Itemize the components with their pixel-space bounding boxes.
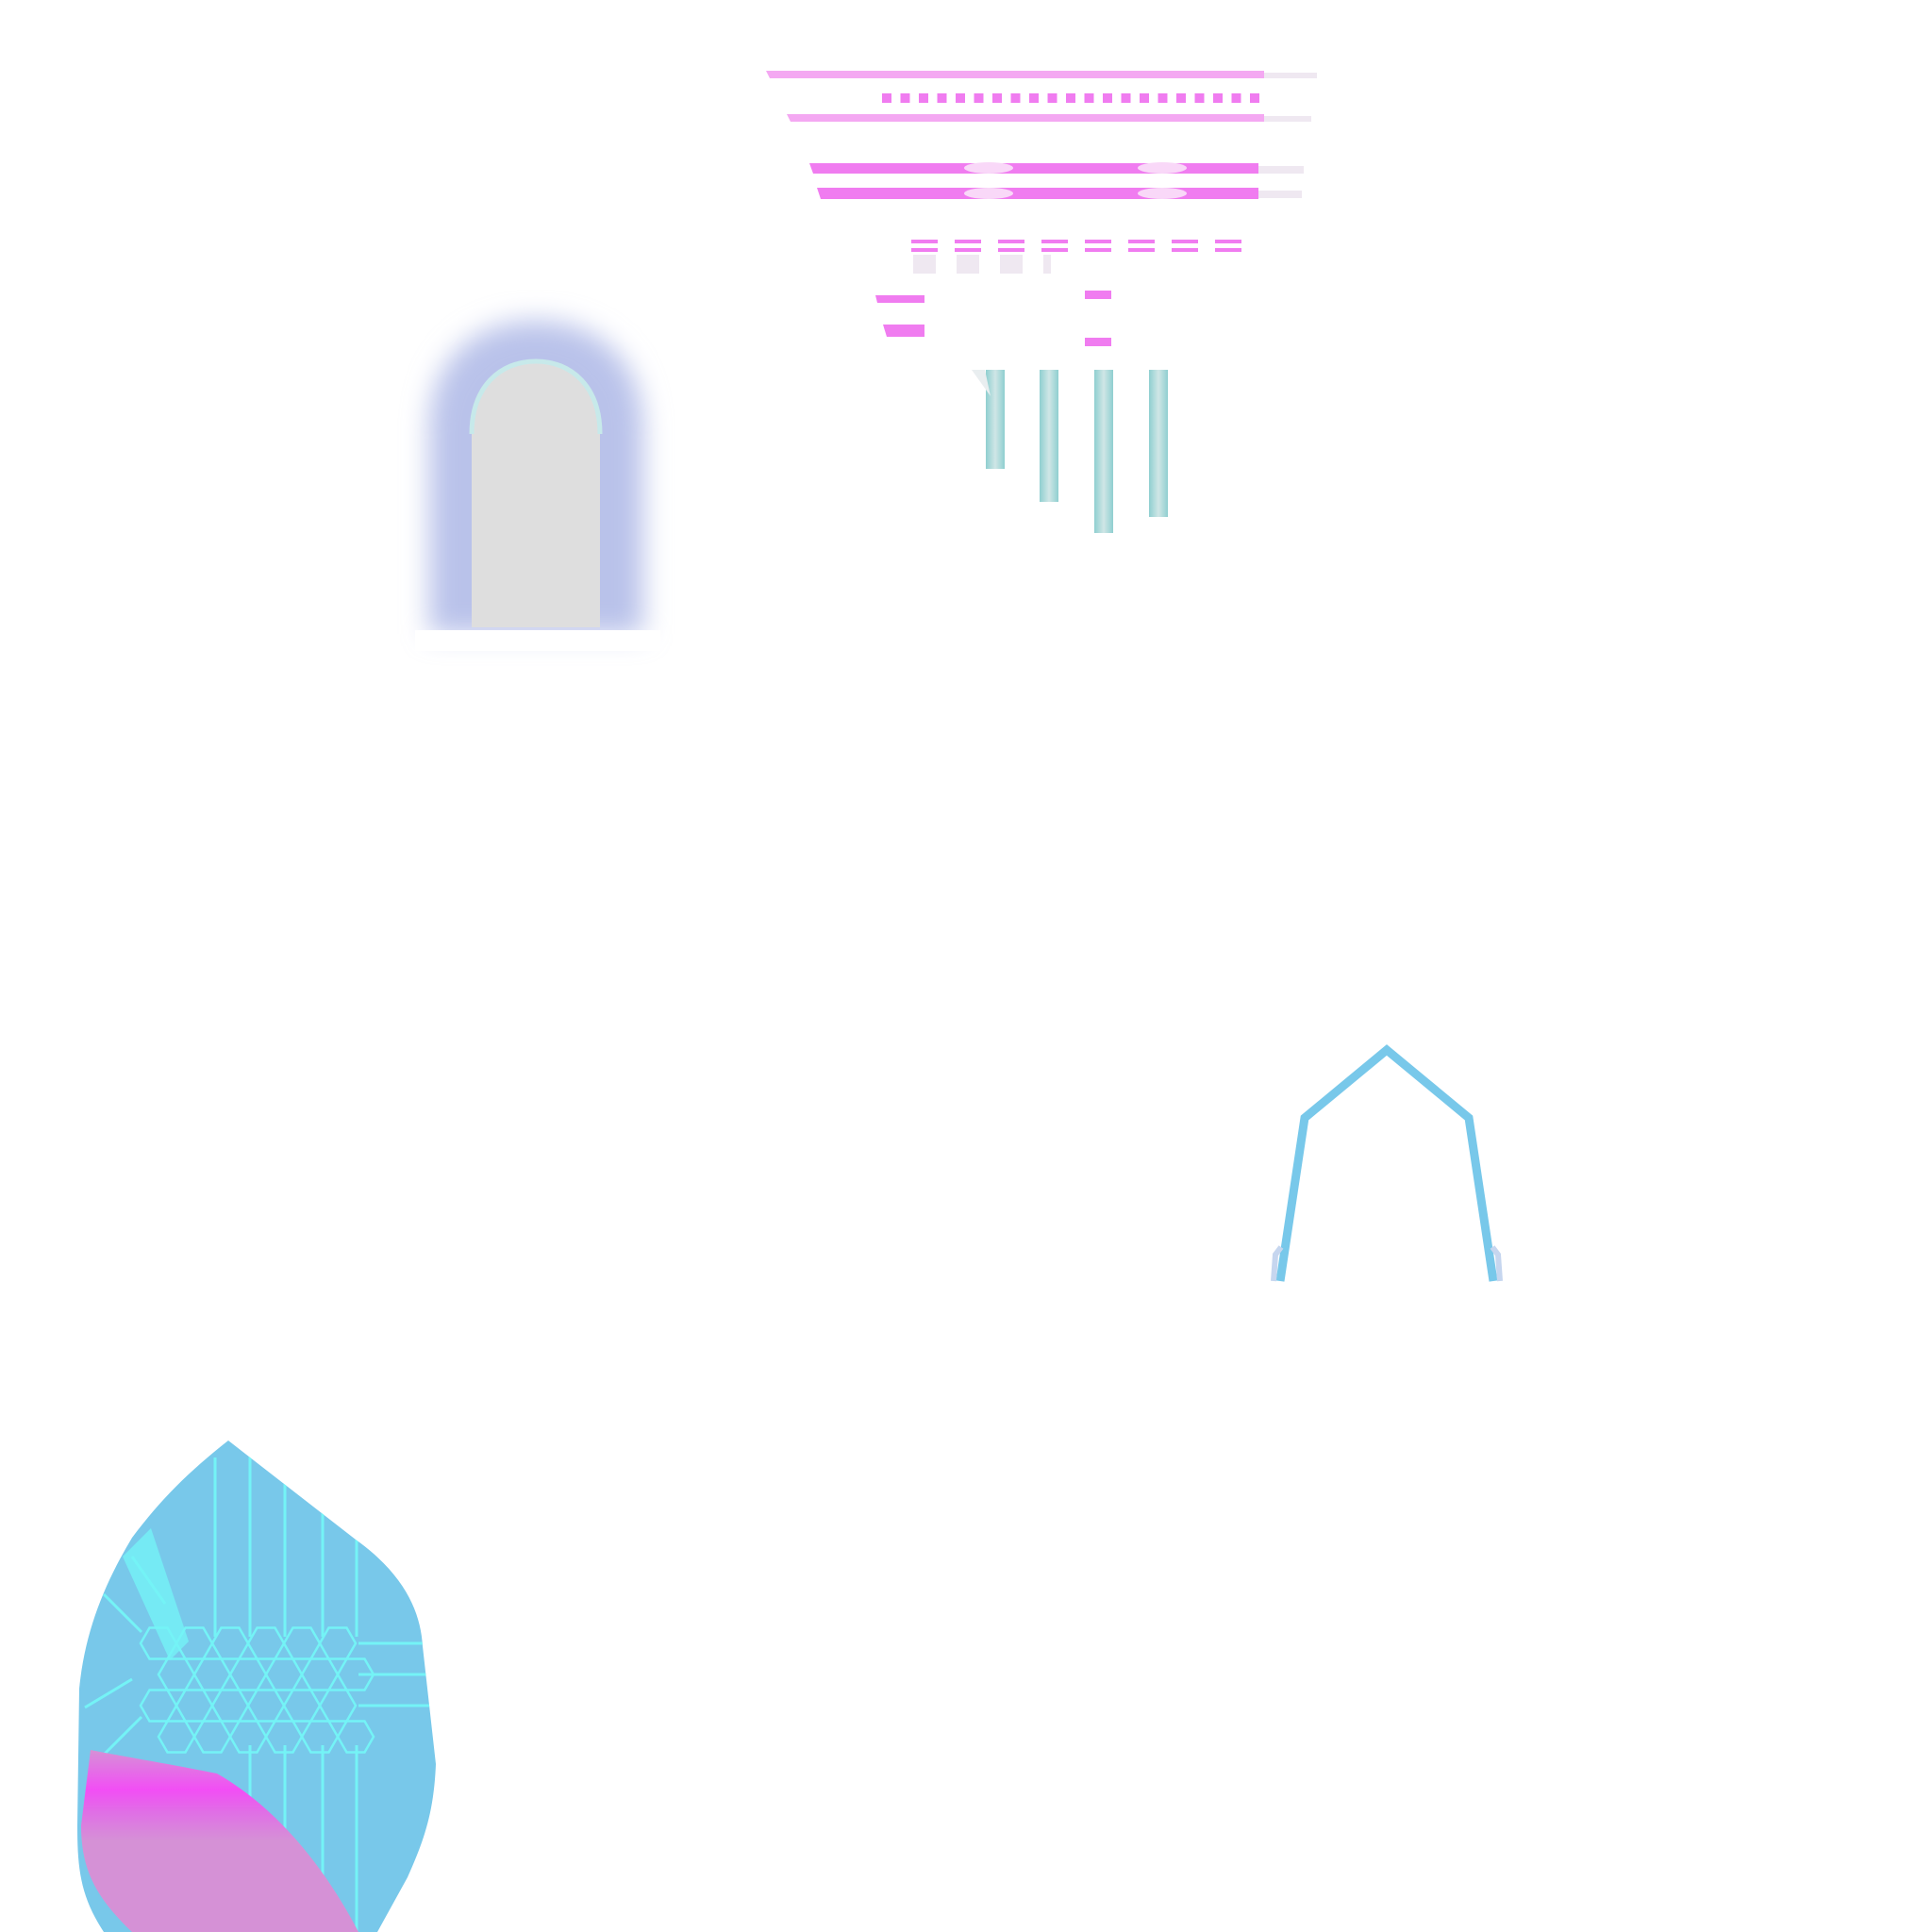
- dash-top: [1041, 240, 1068, 243]
- leaf-shine: [123, 1528, 189, 1660]
- dash-pairs-row: [911, 240, 1241, 274]
- dot-square: [937, 93, 947, 103]
- dot-square: [992, 93, 1002, 103]
- dot-square: [1213, 93, 1223, 103]
- hex-cell: [336, 1657, 375, 1691]
- arched-doorway-sprite: [415, 321, 660, 651]
- dash-bottom: [1128, 248, 1155, 252]
- banner-stripe: [1040, 370, 1058, 502]
- dash-bottom: [998, 248, 1024, 252]
- tick-mark: [1085, 338, 1111, 346]
- dot-square: [974, 93, 984, 103]
- hex-cell: [192, 1720, 232, 1754]
- dot-square: [882, 93, 891, 103]
- faint-block: [1000, 255, 1023, 274]
- banner-stripe: [986, 370, 1005, 469]
- leaf-pink-fold: [81, 1750, 358, 1932]
- doorway-base-cut: [415, 630, 660, 651]
- arch-left-foot: [1271, 1245, 1284, 1282]
- circuit-trace: [84, 1677, 133, 1709]
- hex-cell: [157, 1720, 196, 1754]
- striped-shield-banner-sprite: [972, 370, 1168, 533]
- doorway-rim: [469, 358, 603, 435]
- hex-arch-outline: [1275, 1044, 1498, 1282]
- dash-bottom: [1041, 248, 1068, 252]
- dot-square: [1140, 93, 1149, 103]
- dash-top: [955, 240, 981, 243]
- bar-trail: [1258, 191, 1302, 198]
- bar-highlight: [964, 162, 1013, 174]
- bar-trail: [1264, 116, 1311, 122]
- dot-square: [1066, 93, 1075, 103]
- dash-top: [1215, 240, 1241, 243]
- hex-cell: [228, 1720, 268, 1754]
- hex-cell: [300, 1720, 340, 1754]
- top-bar: [766, 71, 1264, 78]
- tick-mark: [1085, 291, 1111, 299]
- third-bar: [809, 163, 1258, 174]
- circuit-trace: [130, 1556, 167, 1605]
- banner-stripe: [1094, 370, 1113, 533]
- tick-mark: [875, 295, 924, 303]
- dot-square: [1250, 93, 1259, 103]
- dotted-row: [882, 93, 1259, 103]
- bar-highlight: [964, 188, 1013, 199]
- dash-top: [1085, 240, 1111, 243]
- dot-square: [1121, 93, 1131, 103]
- tick-mark: [883, 325, 924, 337]
- bar-trail: [1264, 73, 1317, 78]
- dash-bottom: [911, 248, 938, 252]
- dot-square: [1084, 93, 1094, 103]
- dash-top: [998, 240, 1024, 243]
- second-bar: [787, 114, 1264, 122]
- dash-top: [911, 240, 938, 243]
- faint-block: [913, 255, 936, 274]
- dash-bottom: [1215, 248, 1241, 252]
- arch-right-foot: [1490, 1245, 1503, 1282]
- hex-cell: [264, 1720, 304, 1754]
- dot-square: [1103, 93, 1112, 103]
- doorway-fill: [472, 361, 600, 627]
- dot-square: [1010, 93, 1021, 103]
- circuit-trace: [102, 1592, 143, 1634]
- dot-square: [1158, 93, 1168, 103]
- fourth-bar: [817, 188, 1258, 199]
- dot-square: [956, 93, 965, 103]
- dash-top: [1172, 240, 1198, 243]
- dot-square: [1231, 93, 1241, 103]
- dot-square: [1194, 93, 1205, 103]
- hex-outline-arch-sprite: [1271, 1044, 1503, 1282]
- dash-bottom: [1172, 248, 1198, 252]
- hex-cell: [336, 1720, 375, 1754]
- banner-stripe: [1149, 370, 1168, 517]
- dash-bottom: [955, 248, 981, 252]
- pink-scanline-bars-sprite: [766, 71, 1317, 346]
- hex-grid: [139, 1626, 375, 1754]
- dot-square: [1176, 93, 1186, 103]
- bar-highlight: [1138, 188, 1187, 199]
- dot-square: [1047, 93, 1058, 103]
- dot-square: [1029, 93, 1039, 103]
- dash-bottom: [1085, 248, 1111, 252]
- bar-trail: [1258, 166, 1304, 174]
- circuit-trace: [102, 1715, 143, 1757]
- banner-corner: [972, 370, 991, 396]
- circuit-leaf-sprite: [77, 1441, 436, 1932]
- dot-square: [919, 93, 928, 103]
- dot-square: [900, 93, 910, 103]
- dash-top: [1128, 240, 1155, 243]
- faint-block: [1043, 255, 1051, 274]
- bar-highlight: [1138, 162, 1187, 174]
- faint-block: [957, 255, 979, 274]
